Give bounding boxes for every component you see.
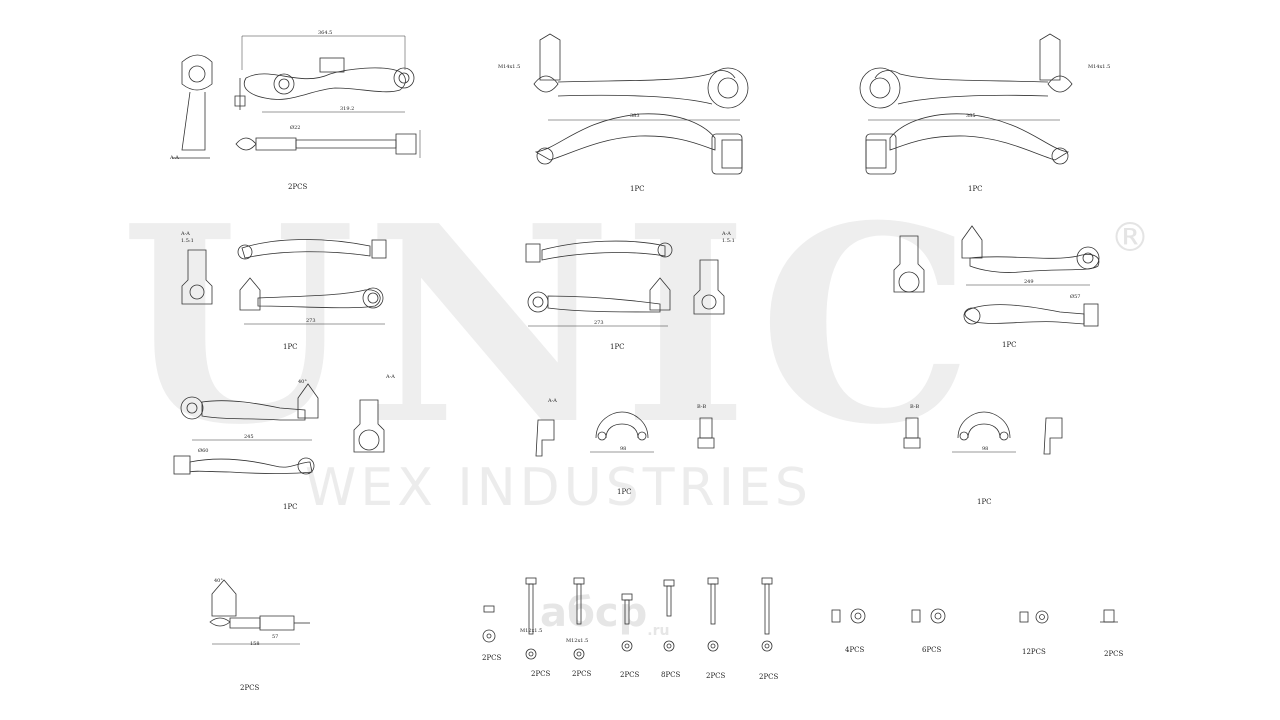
hardware-1-quantity: 2PCS: [482, 654, 502, 662]
hardware-2-quantity: 2PCS: [531, 670, 551, 678]
section-label: A-A: [548, 398, 557, 404]
part-5-drawing: [525, 240, 725, 327]
section-scale-label: 1.5:1: [722, 238, 735, 244]
diameter-label: Ø22: [290, 125, 301, 131]
dimension-label: 383: [630, 113, 640, 119]
dimension-label: 364.5: [318, 30, 333, 36]
hardware-9-quantity: 6PCS: [922, 646, 942, 654]
dimension-label: 245: [244, 434, 254, 440]
thread-label: M12x1.5: [520, 628, 543, 634]
part-3-drawing: [859, 33, 1073, 175]
part-1-quantity: 2PCS: [288, 183, 308, 191]
part-1-drawing: [172, 35, 421, 159]
part-5-quantity: 1PC: [610, 343, 625, 351]
part-2-drawing: [533, 33, 749, 175]
diameter-label: Ø57: [1070, 294, 1081, 300]
dimension-label: 385: [966, 113, 976, 119]
hardware-4-quantity: 2PCS: [620, 671, 640, 679]
angle-label: 40°: [298, 379, 307, 385]
hardware-5-quantity: 8PCS: [661, 671, 681, 679]
watermark-registered-mark: ®: [1110, 215, 1150, 261]
dimension-label: 158: [250, 641, 260, 647]
thread-label: M14x1.5: [1088, 64, 1111, 70]
dimension-label: 249: [1024, 279, 1034, 285]
section-label: A-A: [181, 231, 190, 237]
part-9-drawing: [903, 411, 1063, 455]
dimension-label: 57: [272, 634, 279, 640]
part-6-drawing: [893, 225, 1100, 327]
hardware-11-quantity: 2PCS: [1104, 650, 1124, 658]
part-10-quantity: 2PCS: [240, 684, 260, 692]
part-4-quantity: 1PC: [283, 343, 298, 351]
section-label: B-B: [697, 404, 707, 410]
part-9-quantity: 1PC: [977, 498, 992, 506]
thread-label: M12x1.5: [566, 638, 589, 644]
dimension-label: 98: [982, 446, 989, 452]
dimension-label: 273: [306, 318, 316, 324]
hardware-3-quantity: 2PCS: [572, 670, 592, 678]
hardware-8-quantity: 4PCS: [845, 646, 865, 654]
part-4-drawing: [181, 239, 387, 325]
hardware-7-quantity: 2PCS: [759, 673, 779, 681]
dimension-label: 273: [594, 320, 604, 326]
angle-label: 40°: [214, 578, 223, 584]
hardware-6-quantity: 2PCS: [706, 672, 726, 680]
section-label: A-A: [722, 231, 731, 237]
dimension-label: 319.2: [340, 106, 355, 112]
hardware-10-quantity: 12PCS: [1022, 648, 1046, 656]
watermark-subtitle: WEX INDUSTRIES: [305, 458, 812, 518]
part-8-quantity: 1PC: [617, 488, 632, 496]
section-label: A-A: [386, 374, 395, 380]
part-6-quantity: 1PC: [1002, 341, 1017, 349]
part-7-drawing: [173, 383, 385, 475]
part-3-quantity: 1PC: [968, 185, 983, 193]
section-label: A-A: [170, 155, 179, 161]
section-label: B-B: [910, 404, 920, 410]
part-2-quantity: 1PC: [630, 185, 645, 193]
dimension-label: 98: [620, 446, 627, 452]
hardware-drawings: [482, 577, 1118, 660]
watermark-brand: UNIC: [120, 166, 984, 484]
thread-label: M14x1.5: [498, 64, 521, 70]
part-8-drawing: [535, 411, 715, 457]
part-10-drawing: [209, 579, 310, 645]
section-scale-label: 1.5:1: [181, 238, 194, 244]
diameter-label: Ø60: [198, 448, 209, 454]
part-7-quantity: 1PC: [283, 503, 298, 511]
